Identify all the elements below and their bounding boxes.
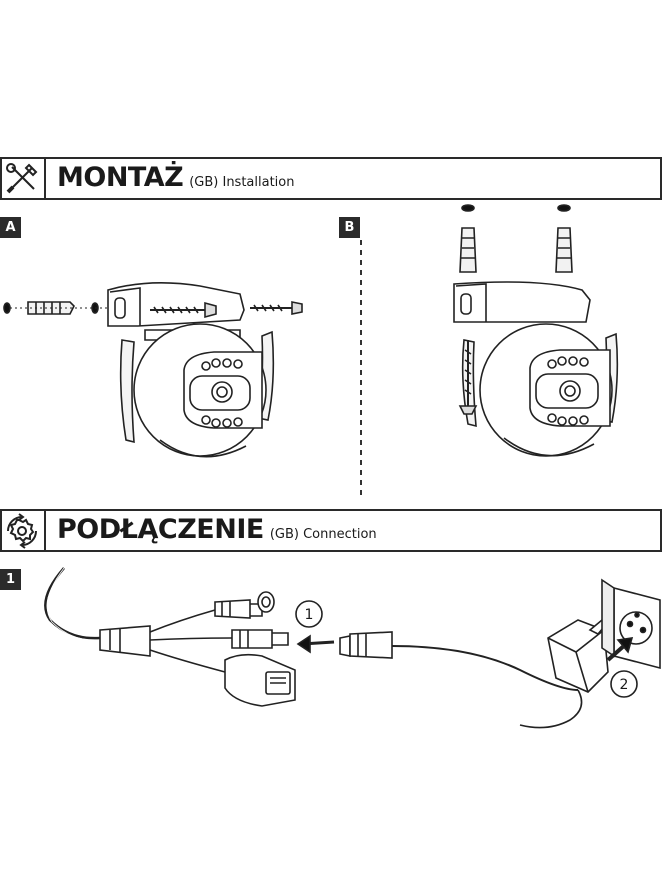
callout-1: 1 [305,607,314,623]
callout-2: 2 [620,677,629,693]
installation-header: MONTAŻ(GB) Installation [0,157,662,200]
installation-subtitle: (GB) Installation [189,175,295,190]
connection-subtitle: (GB) Connection [269,527,377,542]
connection-illustration: 1 2 [44,567,661,729]
step-a-tag: A [0,217,21,238]
connection-title: PODŁĄCZENIE(GB) Connection [57,514,377,545]
step-1-tag: 1 [0,569,21,590]
installation-title: MONTAŻ(GB) Installation [57,162,295,193]
step-divider [360,240,362,495]
step-b-tag: B [339,217,360,238]
install-step-a-illustration [3,282,303,458]
tools-icon [2,159,46,198]
rotate-gear-icon [2,511,46,550]
connection-header: PODŁĄCZENIE(GB) Connection [0,509,662,552]
install-step-b-illustration [453,204,619,457]
